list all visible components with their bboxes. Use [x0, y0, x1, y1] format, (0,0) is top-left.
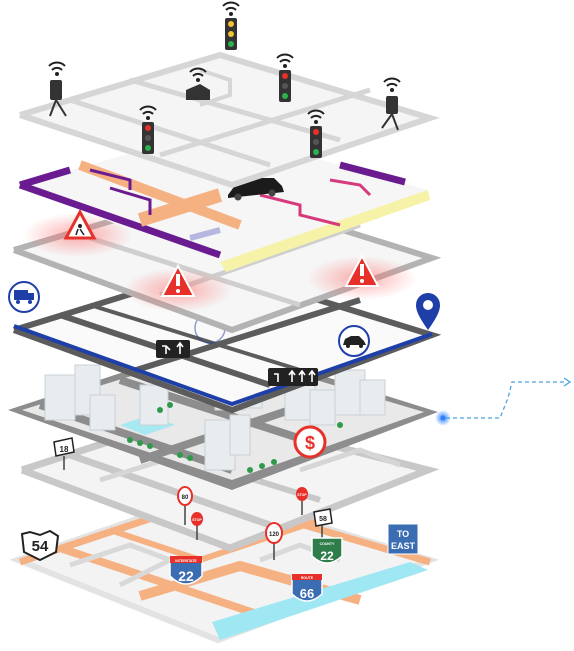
purple-route: [18, 181, 222, 259]
speed-120-text: 120: [269, 532, 280, 538]
camera-icon: [186, 67, 210, 100]
layer-sensors: [19, 1, 440, 189]
camera-icon: [48, 61, 67, 117]
speed-18-text: 18: [60, 445, 69, 454]
map-pin-icon[interactable]: [416, 293, 440, 330]
stop-2-text: STOP: [297, 493, 307, 497]
traffic-light-icon: [139, 105, 157, 154]
car-icon: [338, 325, 370, 357]
speed-80-text: 80: [182, 495, 189, 501]
traffic-light-icon: [276, 53, 294, 102]
stop-sign-1: STOP: [191, 512, 203, 540]
warning-icon: [344, 253, 380, 287]
road-work-icon: [63, 208, 97, 240]
highway-54-text: 54: [32, 538, 49, 555]
interstate-22-text: 22: [178, 568, 194, 584]
stop-sign-2: STOP: [296, 487, 308, 515]
route-66-text: 66: [300, 586, 314, 601]
route-caption: ROUTE: [301, 576, 314, 580]
svg-text:$: $: [305, 433, 315, 453]
county-caption: COUNTY: [320, 542, 335, 546]
interstate-22-sign: INTERSTATE 22: [169, 556, 203, 585]
dollar-icon: $: [293, 425, 327, 459]
blue-route: [13, 324, 433, 407]
to-east-sign: TO EAST: [387, 523, 419, 555]
wifi-icon: [276, 53, 294, 69]
warning-icon: [160, 263, 196, 297]
interstate-caption: INTERSTATE: [175, 559, 197, 563]
highway-shield-54: 54: [20, 529, 60, 562]
county-22-text: 22: [320, 549, 334, 563]
speed-58-text: 58: [319, 516, 327, 523]
connector: [435, 377, 572, 426]
route-66-sign: ROUTE 66: [291, 574, 323, 602]
layer-routes: [18, 130, 430, 272]
turn-arrow-icon: [156, 340, 190, 358]
county-22-sign: COUNTY 22: [311, 537, 343, 564]
wifi-icon: [222, 1, 240, 18]
traffic-light-icon: [307, 109, 325, 158]
camera-icon: [381, 77, 401, 131]
speed-sign-120: 120: [265, 522, 283, 560]
wifi-icon: [48, 61, 66, 77]
wifi-icon: [383, 77, 401, 93]
truck-icon: [8, 281, 40, 313]
speed-sign-18: 18: [53, 437, 75, 470]
stop-1-text: STOP: [192, 518, 202, 522]
speed-sign-80: 80: [177, 486, 193, 525]
east-text: EAST: [391, 541, 416, 551]
traffic-light-icon: [222, 1, 240, 50]
to-text: TO: [397, 529, 409, 539]
turn-arrow-icon: [268, 368, 318, 386]
cyan-zone: [212, 562, 428, 640]
